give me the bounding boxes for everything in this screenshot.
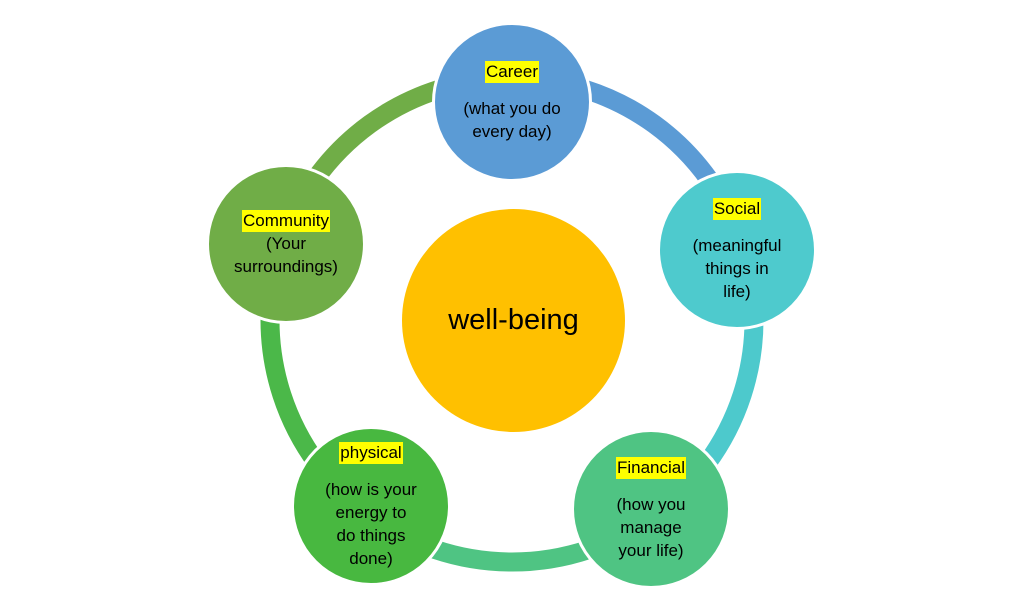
node-social: Social (meaningful things in life)	[657, 170, 817, 330]
node-career-title: Career	[485, 61, 539, 83]
node-physical-line-4: done)	[349, 549, 393, 568]
node-physical-line-2: energy to	[335, 503, 407, 522]
center-label: well-being	[448, 304, 579, 336]
node-community: Community (Your surroundings)	[206, 164, 366, 324]
node-community-line-1: (Your	[265, 234, 306, 253]
node-financial-line-1: (how you	[616, 494, 686, 514]
node-community-title: Community	[242, 210, 330, 232]
node-financial-title: Financial	[615, 456, 687, 479]
node-financial-line-2: manage	[620, 517, 682, 537]
node-physical: physical (how is your energy to do thing…	[291, 426, 451, 586]
node-social-line-1: (meaningful	[692, 235, 782, 255]
node-career-line-2: every day)	[472, 122, 552, 141]
node-financial-line-3: your life)	[618, 540, 684, 560]
node-social-line-3: life)	[723, 281, 751, 301]
node-financial: Financial (how you manage your life)	[571, 429, 731, 589]
node-career: Career (what you do every day)	[432, 22, 592, 182]
node-physical-line-3: do things	[336, 526, 406, 545]
node-social-title: Social	[712, 197, 762, 220]
node-community-line-2: surroundings)	[234, 257, 338, 276]
center-circle: well-being	[402, 209, 625, 432]
node-physical-line-1: (how is your	[325, 480, 417, 499]
node-social-line-2: things in	[705, 258, 769, 278]
node-career-line-1: (what you do	[463, 99, 561, 118]
node-physical-title: physical	[339, 442, 403, 464]
